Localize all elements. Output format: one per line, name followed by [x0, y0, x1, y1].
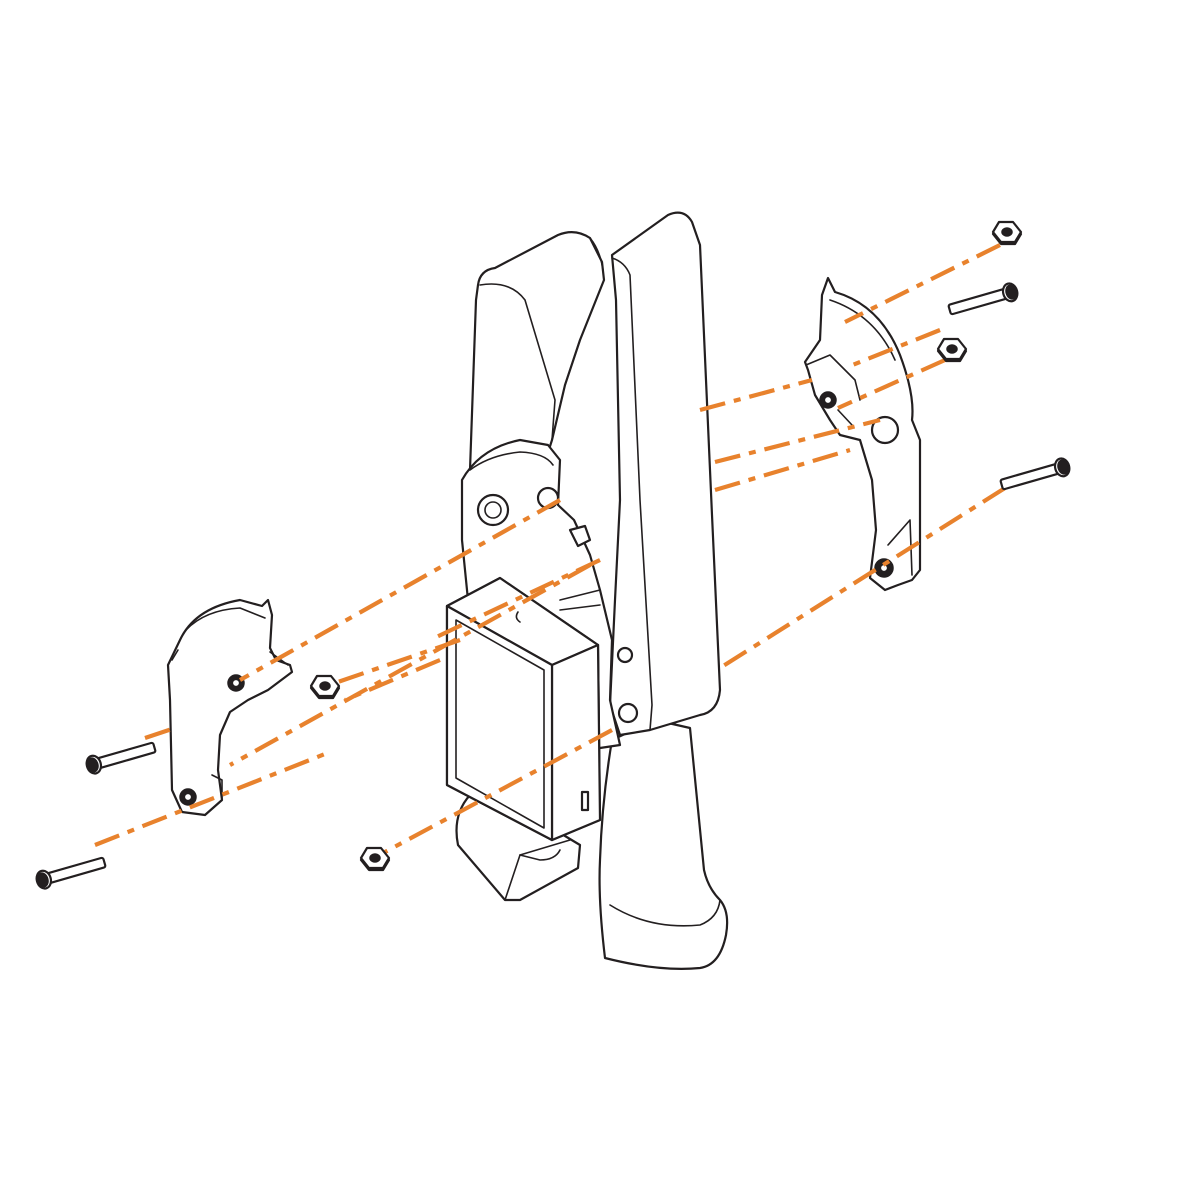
alignment-guide-line: [238, 498, 562, 682]
alignment-guide-line: [144, 726, 176, 740]
nut-middle-left: [309, 674, 341, 700]
alignment-guide-line: [228, 563, 592, 767]
alignment-guide-line: [714, 447, 851, 493]
nut-bottom-left: [359, 846, 391, 872]
bolt-right-upper: [947, 282, 1019, 316]
bolt-left-upper: [85, 741, 157, 775]
nut-top-right: [991, 220, 1023, 246]
alignment-guide-line: [384, 728, 613, 854]
main-body-right-plate: [608, 211, 722, 737]
main-body-left-plate: [468, 231, 606, 477]
bolt-right-lower: [999, 457, 1071, 491]
alignment-guide-line: [429, 558, 601, 642]
nut-middle-right: [936, 337, 968, 363]
alignment-guide-line: [837, 358, 946, 410]
alignment-guide-line: [344, 658, 441, 702]
alignment-guides: [94, 243, 1007, 854]
left-mounting-bracket: [166, 598, 294, 817]
sensor-housing: [445, 576, 602, 842]
bolt-left-lower: [35, 856, 107, 890]
handle-lower-part: [598, 718, 729, 970]
alignment-guide-line: [94, 750, 331, 847]
alignment-guide-line: [699, 377, 813, 413]
right-mounting-bracket: [803, 276, 922, 592]
alignment-guide-line: [714, 417, 881, 465]
alignment-guide-line: [718, 486, 1007, 670]
alignment-guide-line: [849, 328, 941, 368]
lower-wedge: [455, 793, 582, 902]
alignment-guide-line: [844, 243, 1001, 324]
